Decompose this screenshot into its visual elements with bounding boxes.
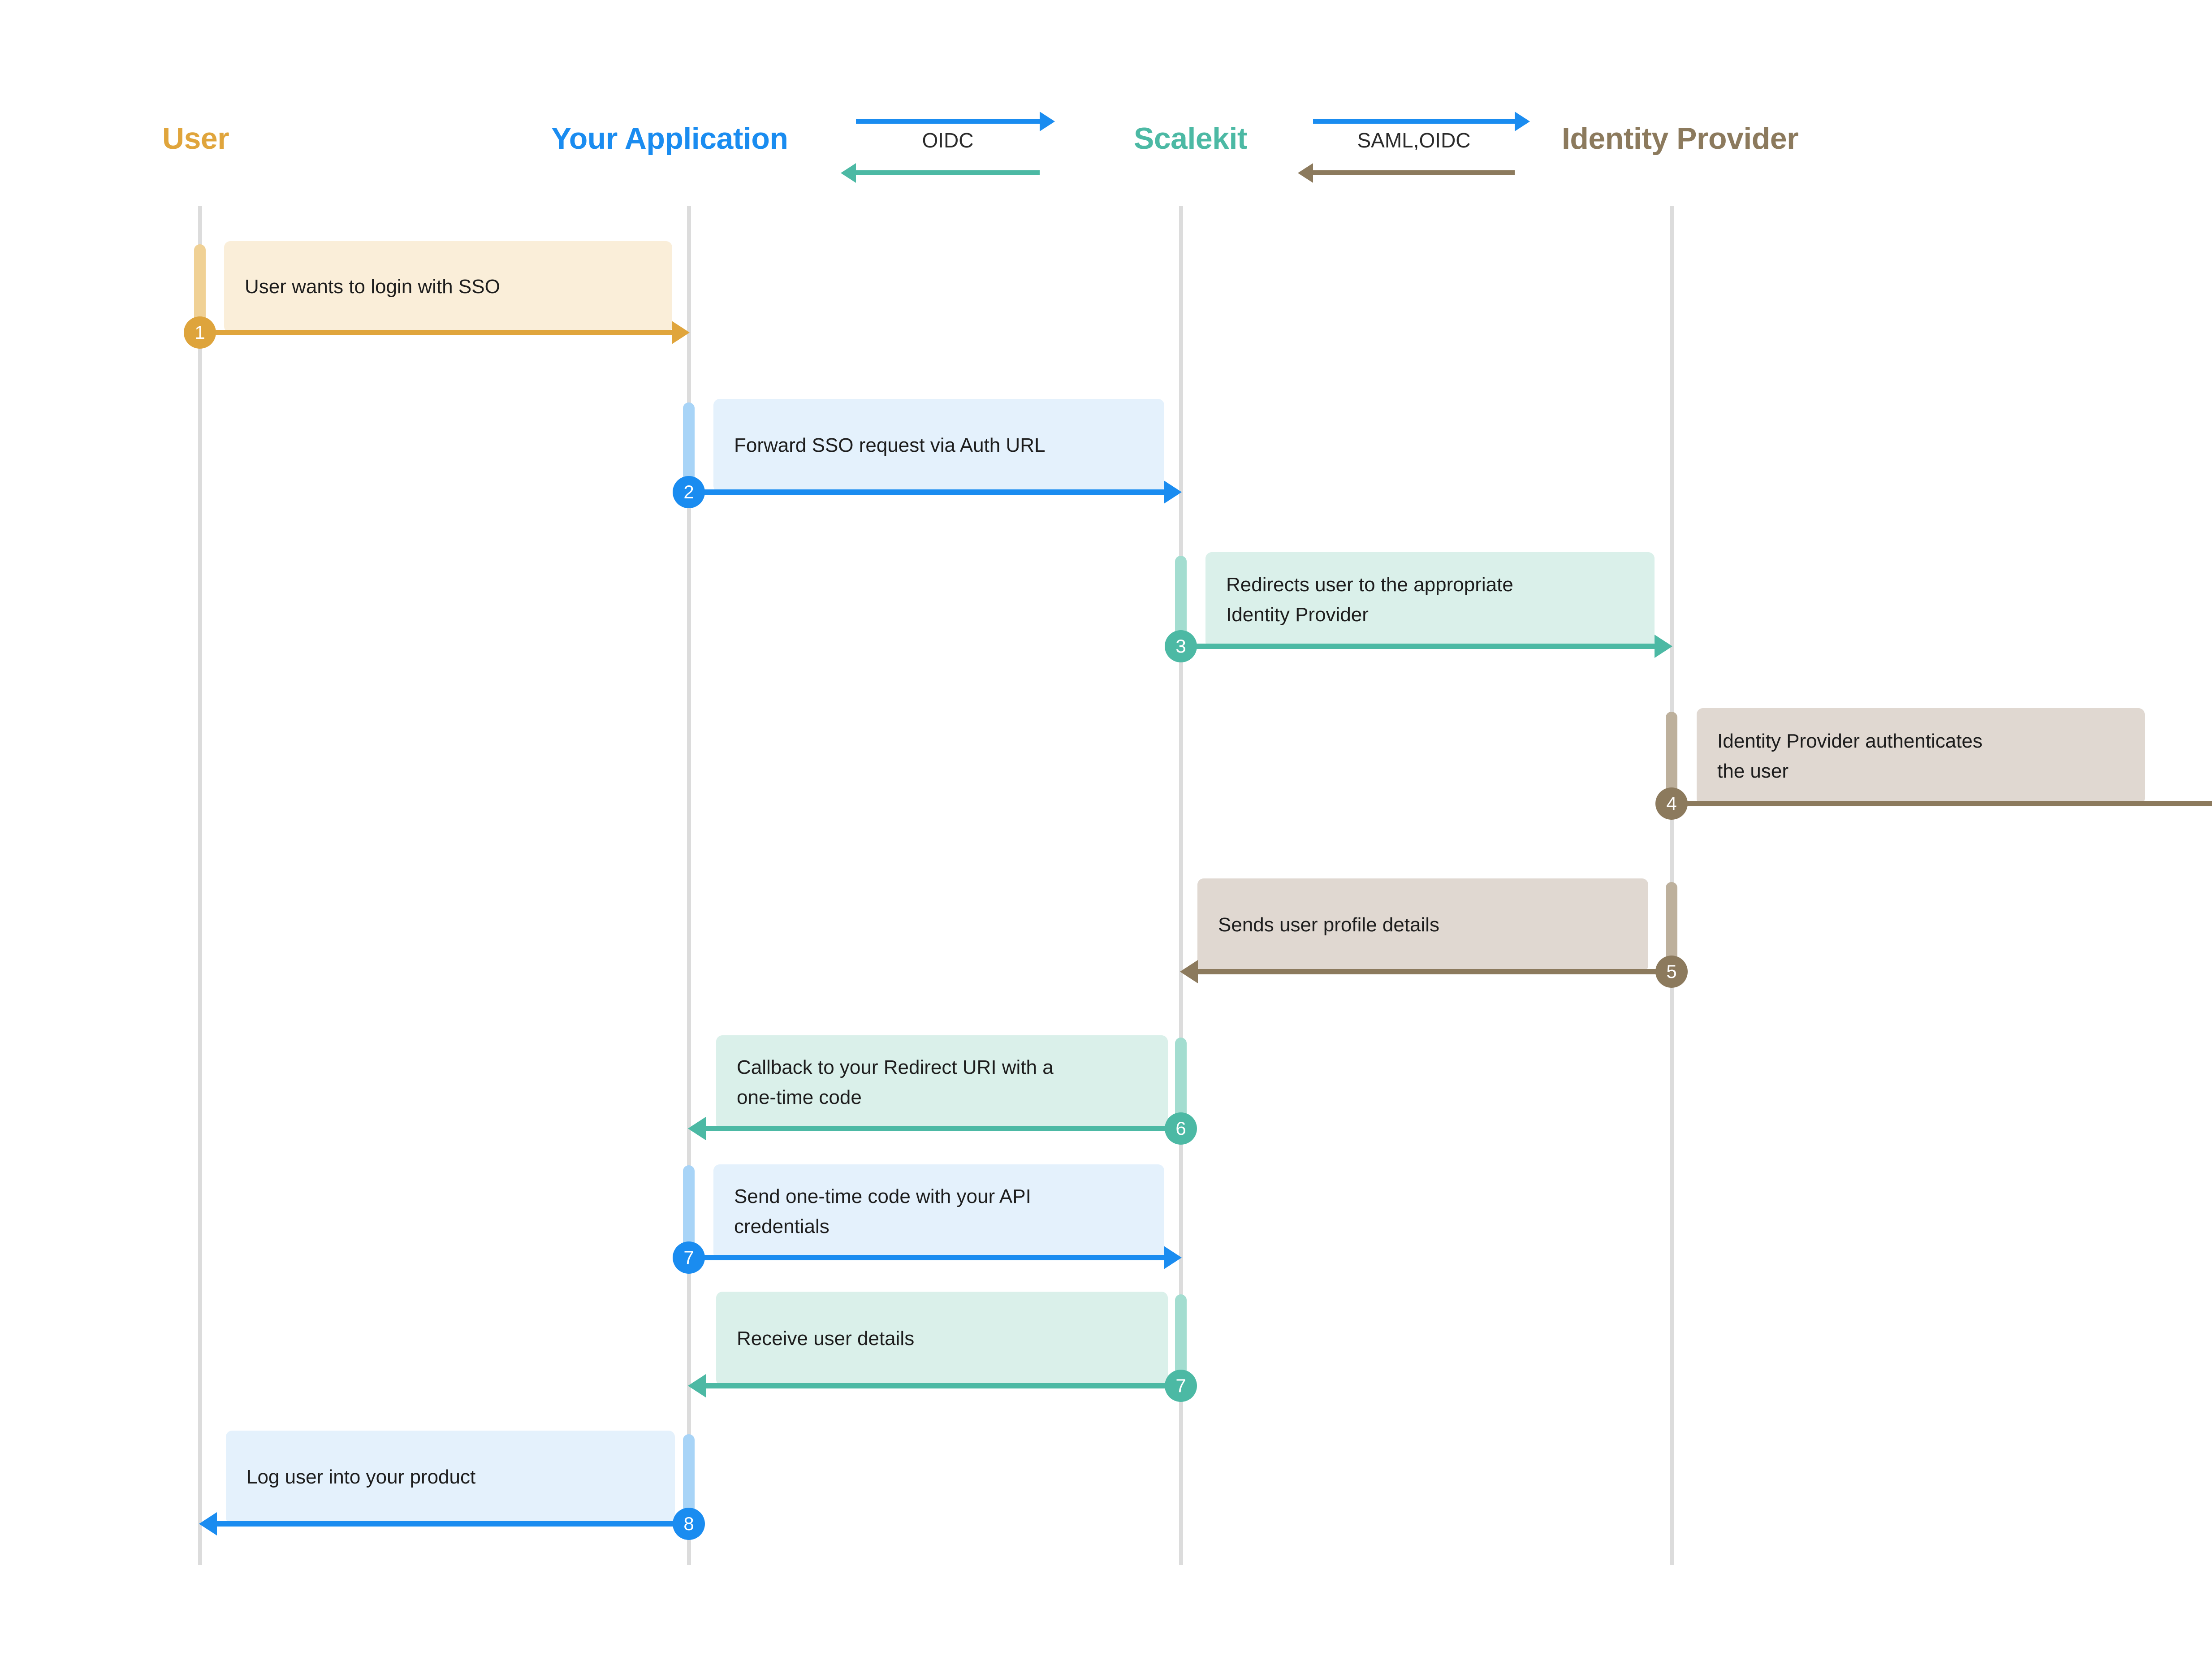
arrow-head-step-6 xyxy=(688,1117,706,1140)
step-badge-4: 4 xyxy=(1655,787,1688,820)
arrow-line-step-9 xyxy=(215,1521,689,1527)
legend-arrow-top-head xyxy=(1040,112,1055,131)
legend-arrow-bottom-line xyxy=(856,170,1040,175)
legend-label-oidc: OIDC xyxy=(922,129,974,152)
arrow-head-step-7 xyxy=(1164,1246,1182,1269)
arrow-line-step-6 xyxy=(704,1126,1181,1131)
participant-header-scalekit: Scalekit xyxy=(1134,121,1248,156)
message-box-step-5: Sends user profile details xyxy=(1197,878,1648,972)
message-box-step-1: User wants to login with SSO xyxy=(224,241,672,333)
arrow-line-step-4 xyxy=(1672,801,2212,806)
lifeline-scalekit xyxy=(1179,206,1183,1565)
step-badge-7: 7 xyxy=(673,1241,705,1274)
message-text-step-5: Sends user profile details xyxy=(1218,913,1440,936)
message-box-step-7: Send one-time code with your API credent… xyxy=(713,1164,1164,1259)
message-text-step-9: Log user into your product xyxy=(246,1466,476,1488)
legend-label-saml-oidc: SAML,OIDC xyxy=(1357,129,1471,152)
arrow-head-step-3 xyxy=(1655,635,1672,658)
message-text-step-8: Receive user details xyxy=(737,1327,915,1349)
participant-header-app: Your Application xyxy=(551,121,788,156)
legend-arrow-top-head xyxy=(1515,112,1530,131)
message-text-step-1: User wants to login with SSO xyxy=(245,275,500,298)
arrow-line-step-1 xyxy=(200,330,674,335)
legend-arrow-bottom-head xyxy=(841,163,856,183)
message-text-step-4: Identity Provider authenticates the user xyxy=(1717,730,1983,782)
legend-arrow-bottom-line xyxy=(1313,170,1515,175)
step-badge-1: 1 xyxy=(184,316,216,349)
message-box-step-9: Log user into your product xyxy=(226,1431,675,1524)
step-badge-6: 6 xyxy=(1165,1112,1197,1145)
participant-header-idp: Identity Provider xyxy=(1562,121,1799,156)
message-text-step-3: Redirects user to the appropriate Identi… xyxy=(1226,574,1513,626)
step-badge-2: 2 xyxy=(673,476,705,508)
message-box-step-2: Forward SSO request via Auth URL xyxy=(713,399,1164,492)
message-box-step-8: Receive user details xyxy=(716,1292,1168,1386)
arrow-line-step-2 xyxy=(689,489,1166,495)
message-box-step-3: Redirects user to the appropriate Identi… xyxy=(1205,552,1655,648)
message-text-step-7: Send one-time code with your API credent… xyxy=(734,1185,1031,1237)
arrow-head-step-8 xyxy=(688,1374,706,1397)
arrow-head-step-9 xyxy=(199,1512,217,1535)
participant-header-user: User xyxy=(162,121,229,156)
step-badge-8: 7 xyxy=(1165,1370,1197,1402)
message-text-step-2: Forward SSO request via Auth URL xyxy=(734,434,1046,456)
lifeline-app xyxy=(687,206,691,1565)
legend-arrow-top-line xyxy=(856,119,1040,124)
arrow-line-step-3 xyxy=(1181,644,1656,649)
step-badge-5: 5 xyxy=(1655,956,1688,988)
arrow-line-step-5 xyxy=(1196,969,1672,974)
arrow-line-step-8 xyxy=(704,1383,1181,1388)
message-box-step-6: Callback to your Redirect URI with a one… xyxy=(716,1035,1168,1130)
legend-arrow-top-line xyxy=(1313,119,1515,124)
lifeline-user xyxy=(198,206,202,1565)
message-text-step-6: Callback to your Redirect URI with a one… xyxy=(737,1056,1054,1108)
arrow-line-step-7 xyxy=(689,1255,1166,1260)
message-box-step-4: Identity Provider authenticates the user xyxy=(1697,708,2145,805)
step-badge-3: 3 xyxy=(1165,630,1197,662)
arrow-head-step-1 xyxy=(672,321,690,344)
legend-arrow-bottom-head xyxy=(1298,163,1313,183)
arrow-head-step-2 xyxy=(1164,480,1182,504)
arrow-head-step-5 xyxy=(1180,960,1198,983)
step-badge-9: 8 xyxy=(673,1508,705,1540)
